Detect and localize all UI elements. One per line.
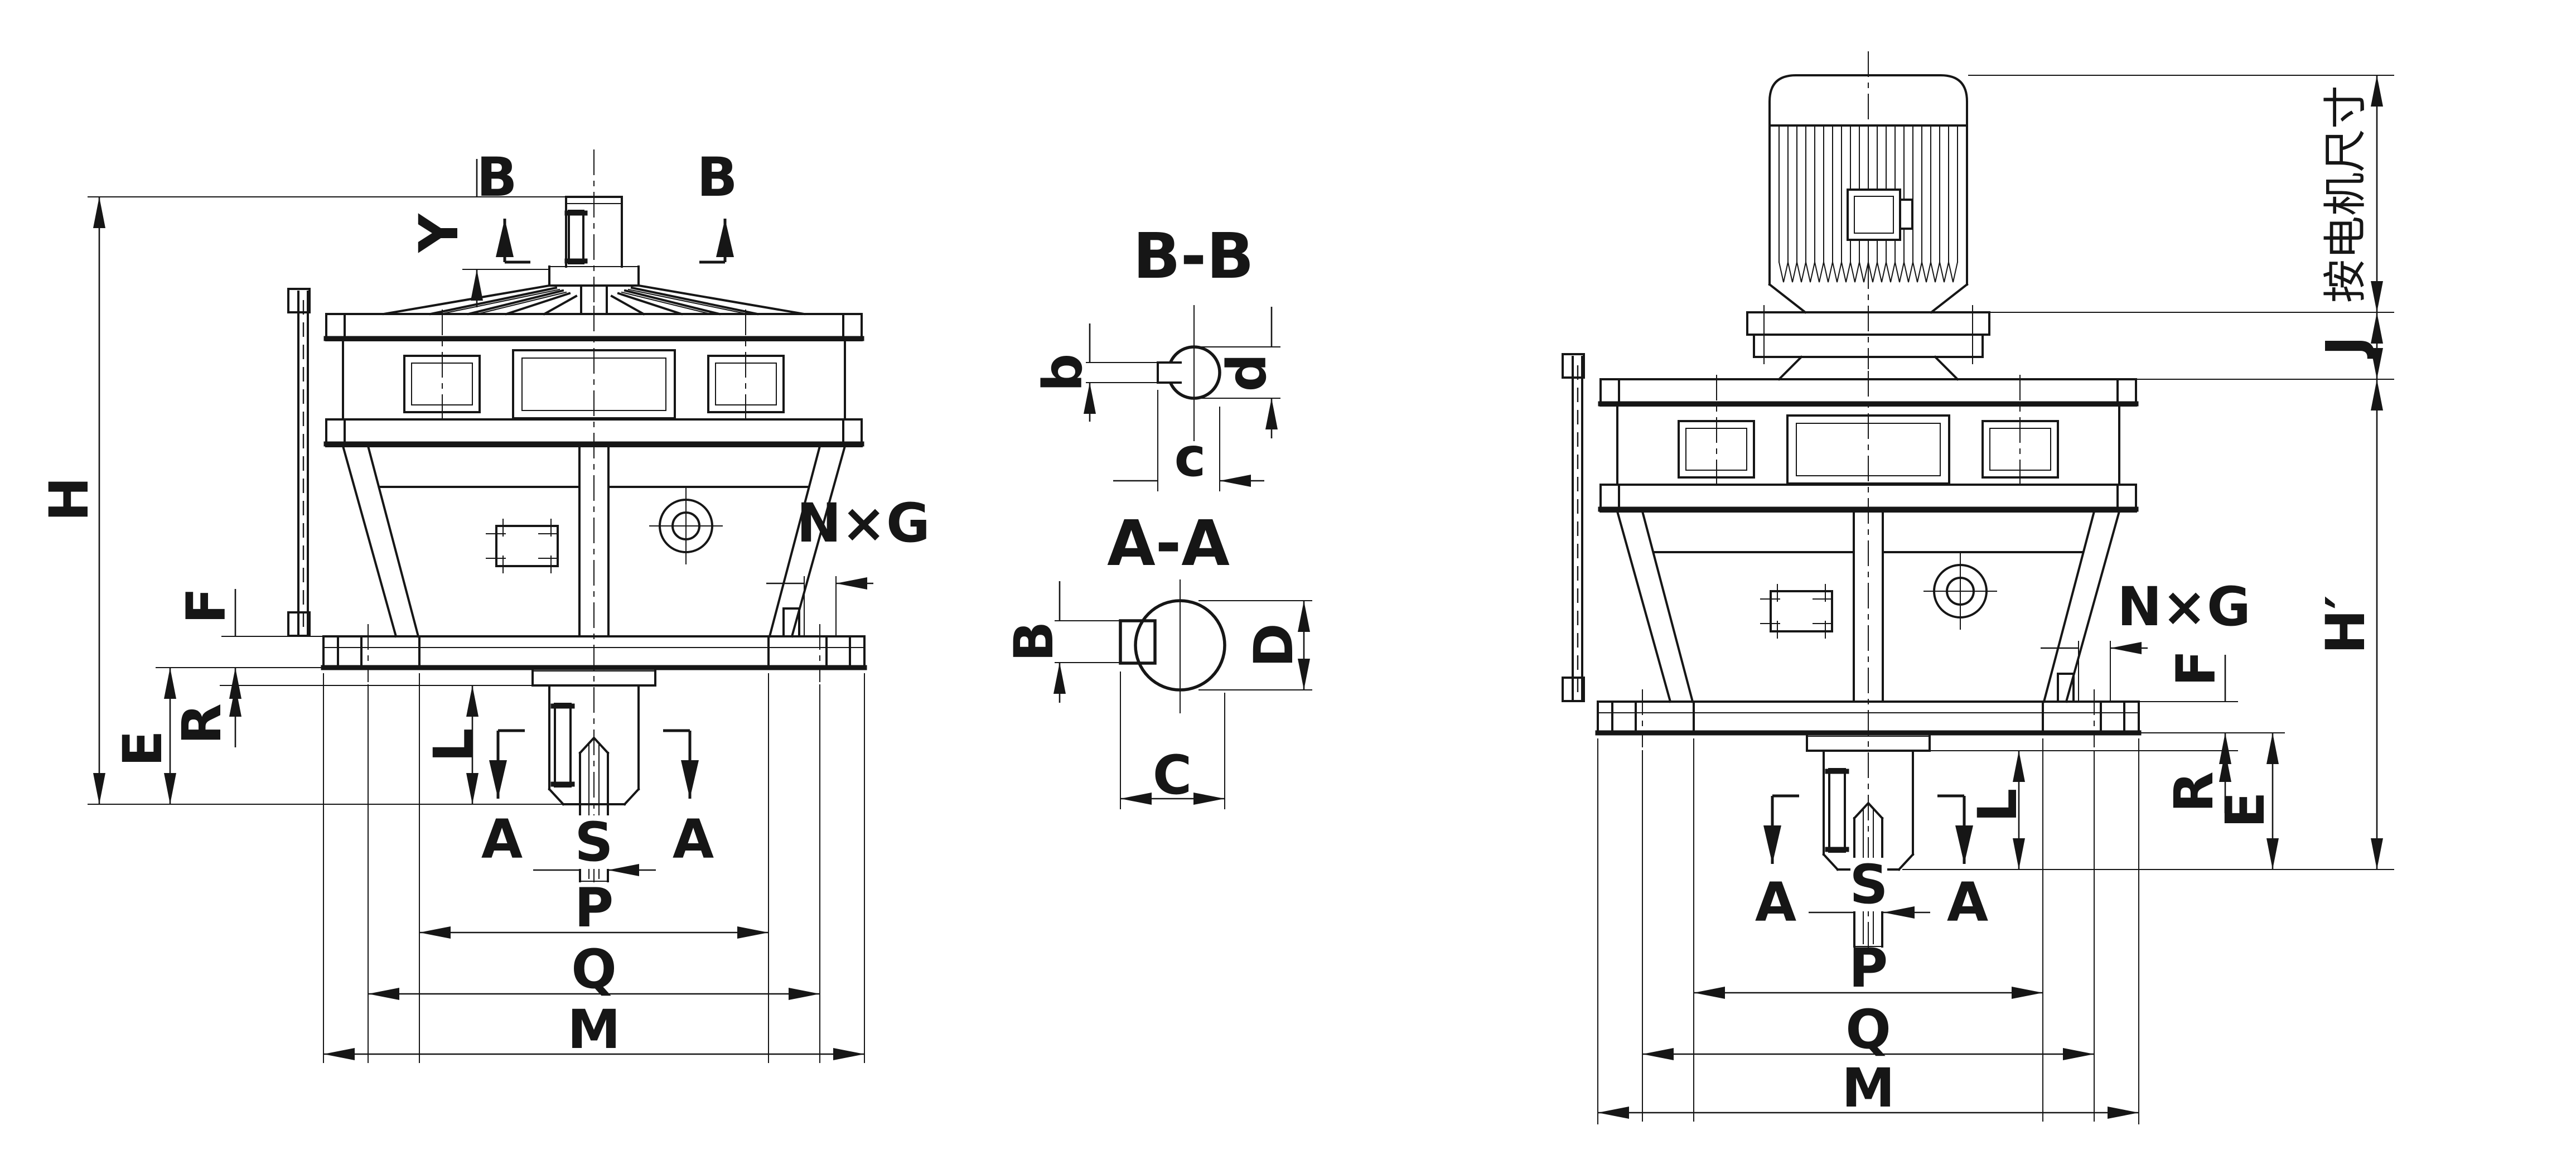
bolt-spec-label: N×G — [796, 492, 930, 554]
section-bb-title: B-B — [1133, 220, 1254, 293]
section-a-right-label-right: A — [1947, 871, 1988, 934]
dim-l-label: L — [422, 728, 485, 762]
section-b-right-label: B — [697, 146, 737, 209]
dim-e-label: E — [112, 730, 174, 767]
dim-q-label-right: Q — [1845, 998, 1891, 1061]
dim-s-label: S — [574, 811, 613, 873]
motor-dim-note-label: 按电机尺寸 — [2321, 85, 2371, 303]
left-view: H Y B B F R E L — [38, 146, 930, 1063]
right-view: 按电机尺寸 J H′ N×G F R E L A — [1563, 51, 2394, 1124]
section-a-left-label-right: A — [1755, 871, 1796, 934]
dim-c-cap-label: C — [1153, 744, 1192, 806]
section-aa: A-A B D C — [1003, 508, 1312, 809]
section-aa-title: A-A — [1107, 508, 1230, 580]
dim-l-label-right: L — [1966, 788, 2029, 822]
dim-m-label-right: M — [1842, 1057, 1895, 1119]
dim-f-label-right: F — [2165, 650, 2227, 687]
dim-r-label-right: R — [2163, 771, 2225, 813]
right-view-dimensions: 按电机尺寸 J H′ N×G F R E L A — [1597, 75, 2394, 1124]
dim-m-label: M — [567, 998, 621, 1061]
dim-d-label: d — [1216, 354, 1278, 392]
dim-p-label-right: P — [1849, 937, 1888, 999]
motor-casing — [1768, 124, 1968, 286]
dim-s-label-right: S — [1849, 853, 1888, 916]
section-bb: B-B b d c — [1032, 220, 1280, 491]
dim-y-label: Y — [408, 213, 470, 253]
dim-d-cap-label: D — [1243, 623, 1305, 668]
dim-b-small-label: b — [1032, 354, 1094, 392]
dim-e-label-right: E — [2214, 791, 2277, 828]
input-keyway — [568, 210, 584, 264]
keyway-notch — [1157, 361, 1182, 384]
motor-pedestal — [1777, 355, 1959, 381]
dim-j-label: J — [2314, 336, 2377, 359]
dim-h-prime-label: H′ — [2314, 595, 2377, 654]
dim-p-label: P — [574, 877, 613, 939]
left-view-dimensions: H Y B B F R E L — [38, 146, 930, 1063]
dim-b-cap-label: B — [1003, 621, 1065, 661]
dim-h-label: H — [38, 477, 100, 521]
dim-q-label: Q — [571, 938, 617, 1001]
keyway-boss — [1119, 619, 1157, 665]
bolt-spec-label-right: N×G — [2117, 576, 2251, 638]
section-a-left-label: A — [481, 808, 523, 871]
junction-box-tab — [1899, 199, 1913, 230]
output-shaft-section — [1134, 599, 1226, 692]
dim-r-label: R — [171, 703, 233, 745]
motor — [1746, 51, 1990, 381]
dim-f-label: F — [175, 587, 238, 624]
junction-box — [1847, 189, 1901, 241]
section-b-left-label: B — [476, 146, 517, 209]
section-a-right-label: A — [673, 808, 714, 871]
fin-tips — [1778, 261, 1959, 283]
dim-c-label: c — [1175, 426, 1206, 489]
